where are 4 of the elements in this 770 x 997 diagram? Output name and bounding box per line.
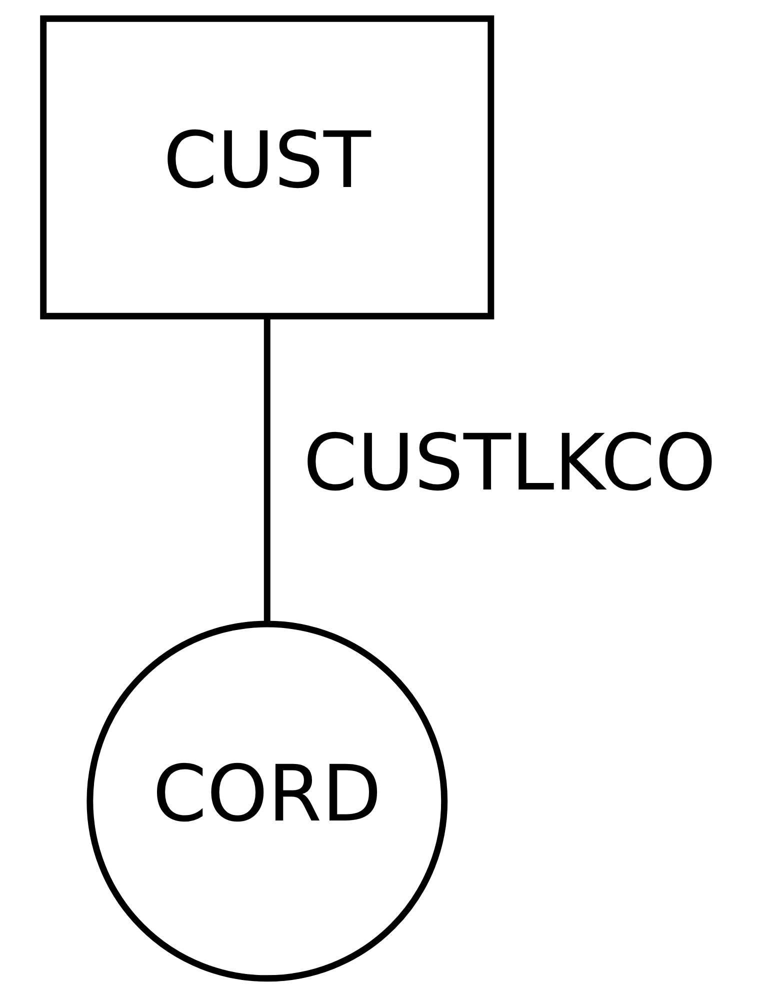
edge-label: CUSTLKCO (302, 418, 716, 508)
node-box: CUST (40, 15, 494, 320)
connector (263, 316, 270, 624)
node-circle: CORD (86, 620, 448, 982)
